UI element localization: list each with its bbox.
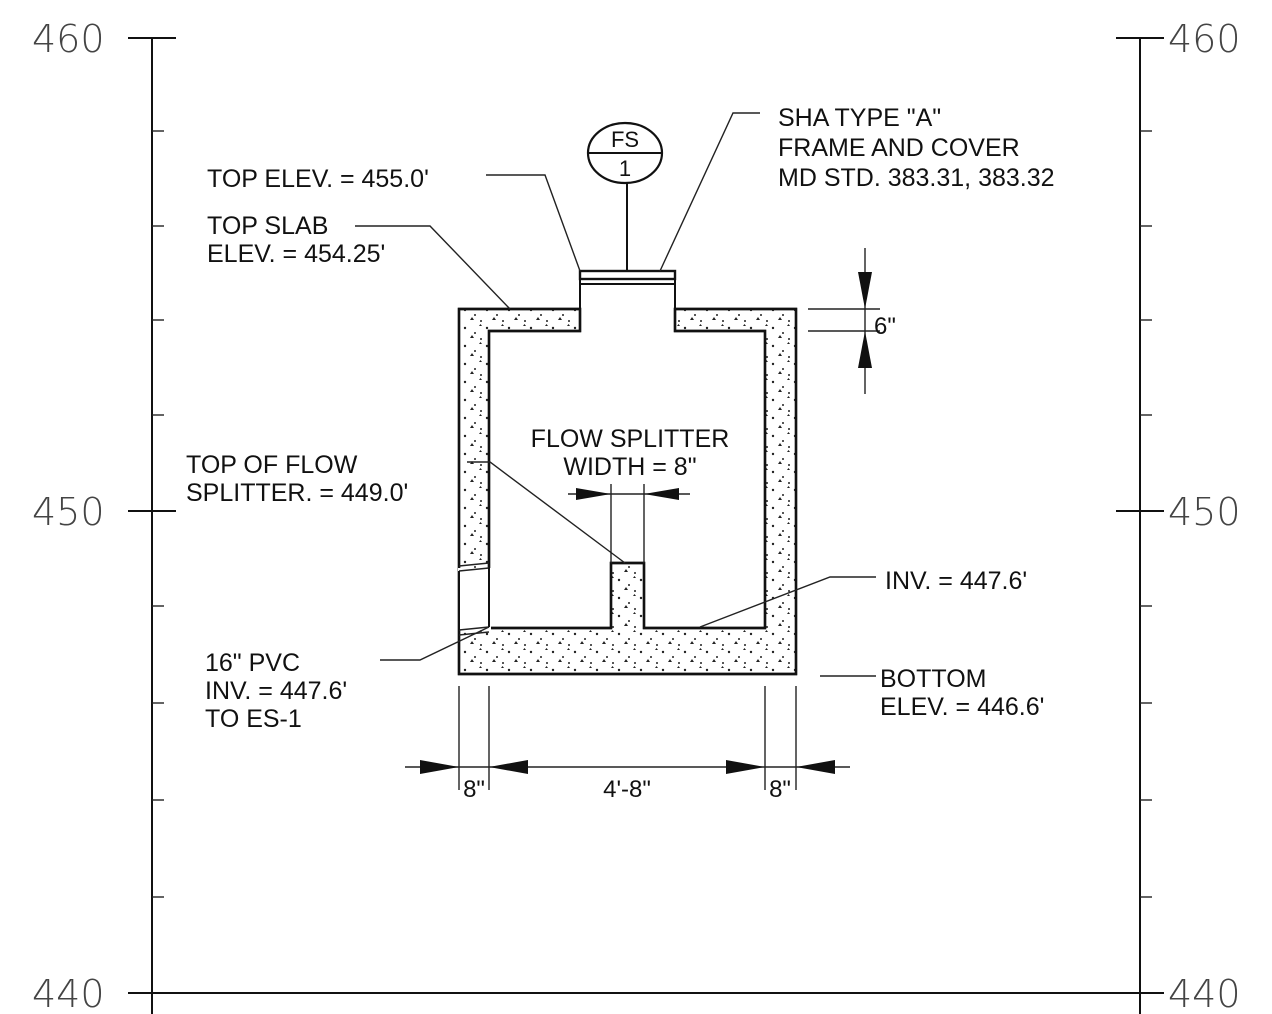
pvc-pipe-note: 16" PVC INV. = 447.6' TO ES-1 (205, 649, 347, 733)
right-wall-dimension: 8" (769, 776, 791, 803)
svg-text:WIDTH = 8": WIDTH = 8" (563, 453, 696, 481)
invert-note: INV. = 447.6' (885, 567, 1027, 595)
svg-text:FLOW SPLITTER: FLOW SPLITTER (531, 425, 730, 453)
bottom-width-dimension: 8" 4'-8" 8" (405, 686, 850, 803)
svg-text:TOP OF FLOW: TOP OF FLOW (186, 451, 358, 479)
inside-width-dimension: 4'-8" (603, 776, 651, 803)
right-scale-label-440: 440 (1168, 972, 1241, 1014)
left-wall-dimension: 8" (463, 776, 485, 803)
section-marker-top: FS (611, 127, 639, 152)
concrete-structure (457, 269, 798, 676)
svg-text:TOP SLAB: TOP SLAB (207, 212, 328, 240)
section-marker-bottom: 1 (619, 156, 631, 181)
left-elevation-scale: 460 450 440 (32, 17, 176, 1014)
section-marker: FS 1 (586, 121, 664, 271)
svg-text:BOTTOM: BOTTOM (880, 665, 986, 693)
frame-cover-note: SHA TYPE "A" FRAME AND COVER MD STD. 383… (778, 104, 1055, 192)
top-elevation-note: TOP ELEV. = 455.0' (207, 165, 429, 193)
flow-splitter-width-note: FLOW SPLITTER WIDTH = 8" (531, 425, 730, 481)
svg-text:ELEV. = 446.6': ELEV. = 446.6' (880, 693, 1044, 721)
svg-text:FRAME AND COVER: FRAME AND COVER (778, 134, 1020, 162)
left-scale-label-460: 460 (32, 17, 105, 61)
top-slab-note: TOP SLAB ELEV. = 454.25' (207, 212, 385, 268)
flow-splitter-top-note: TOP OF FLOW SPLITTER. = 449.0' (186, 451, 408, 507)
left-scale-label-440: 440 (32, 972, 105, 1014)
svg-text:ELEV. = 454.25': ELEV. = 454.25' (207, 240, 385, 268)
svg-text:16" PVC: 16" PVC (205, 649, 300, 677)
svg-text:MD STD. 383.31, 383.32: MD STD. 383.31, 383.32 (778, 164, 1055, 192)
right-scale-label-450: 450 (1168, 490, 1241, 534)
svg-text:INV. = 447.6': INV. = 447.6' (205, 677, 347, 705)
svg-text:TO ES-1: TO ES-1 (205, 705, 302, 733)
svg-text:SHA TYPE "A": SHA TYPE "A" (778, 104, 941, 132)
right-elevation-scale: 460 450 440 (1116, 17, 1241, 1014)
left-scale-label-450: 450 (32, 490, 105, 534)
svg-text:SPLITTER. = 449.0': SPLITTER. = 449.0' (186, 479, 408, 507)
frame-cover (578, 269, 677, 281)
slab-thickness-dimension: 6" (808, 248, 896, 394)
bottom-elevation-note: BOTTOM ELEV. = 446.6' (880, 665, 1044, 721)
splitter-width-dimension (568, 484, 690, 563)
leader-lines (355, 112, 876, 677)
slab-thickness-value: 6" (874, 313, 896, 340)
right-scale-label-460: 460 (1168, 17, 1241, 61)
